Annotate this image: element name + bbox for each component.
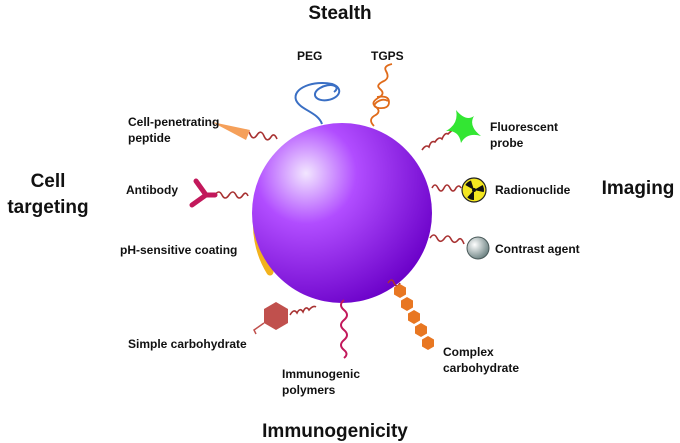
label-peg: PEG — [297, 49, 322, 63]
label-cpp-line2: peptide — [128, 131, 171, 145]
linker-antibody — [214, 191, 249, 199]
label-radionuclide: Radionuclide — [495, 183, 571, 197]
linker-simple-carb — [289, 305, 317, 316]
label-ph-coating: pH-sensitive coating — [120, 243, 237, 257]
label-simple-carb: Simple carbohydrate — [128, 337, 247, 351]
label-fluor-line2: probe — [490, 136, 524, 150]
category-stealth: Stealth — [308, 3, 371, 24]
label-contrast-agent: Contrast agent — [495, 242, 580, 256]
label-tgps: TGPS — [371, 49, 404, 63]
peptide-wedge-icon — [212, 122, 250, 140]
linker-radio — [431, 184, 462, 192]
hexagon-tail — [253, 322, 265, 335]
hexagon-chain-icon — [394, 284, 434, 350]
linker-group — [214, 127, 465, 316]
label-immuno-line1: Immunogenic — [282, 367, 360, 381]
category-cell-targeting-line2: targeting — [7, 197, 88, 218]
fluorescent-star-icon — [446, 110, 481, 143]
label-antibody: Antibody — [126, 183, 178, 197]
label-cpp-line1: Cell-penetrating — [128, 115, 219, 129]
contrast-sphere-icon — [466, 236, 490, 260]
category-immunogenicity: Immunogenicity — [262, 421, 408, 442]
label-complex-carb-line1: Complex — [443, 345, 494, 359]
category-cell-targeting-line1: Cell — [31, 171, 66, 192]
label-immuno-line2: polymers — [282, 383, 336, 397]
label-complex-carb-line2: carbohydrate — [443, 361, 519, 375]
category-imaging: Imaging — [602, 178, 675, 199]
label-fluor-line1: Fluorescent — [490, 120, 558, 134]
linker-fluor — [421, 127, 457, 151]
linker-cpp — [242, 129, 278, 141]
nanoparticle-sphere — [252, 123, 432, 303]
tgps-chain-icon — [370, 63, 393, 127]
radiation-icon — [461, 177, 487, 203]
hexagon-icon — [264, 302, 288, 330]
tgps-loop — [373, 95, 390, 110]
linker-contrast — [429, 234, 465, 245]
peg-chain-icon — [294, 82, 341, 125]
antibody-y-icon — [189, 178, 218, 208]
immunogenic-polymer-icon — [340, 299, 348, 359]
